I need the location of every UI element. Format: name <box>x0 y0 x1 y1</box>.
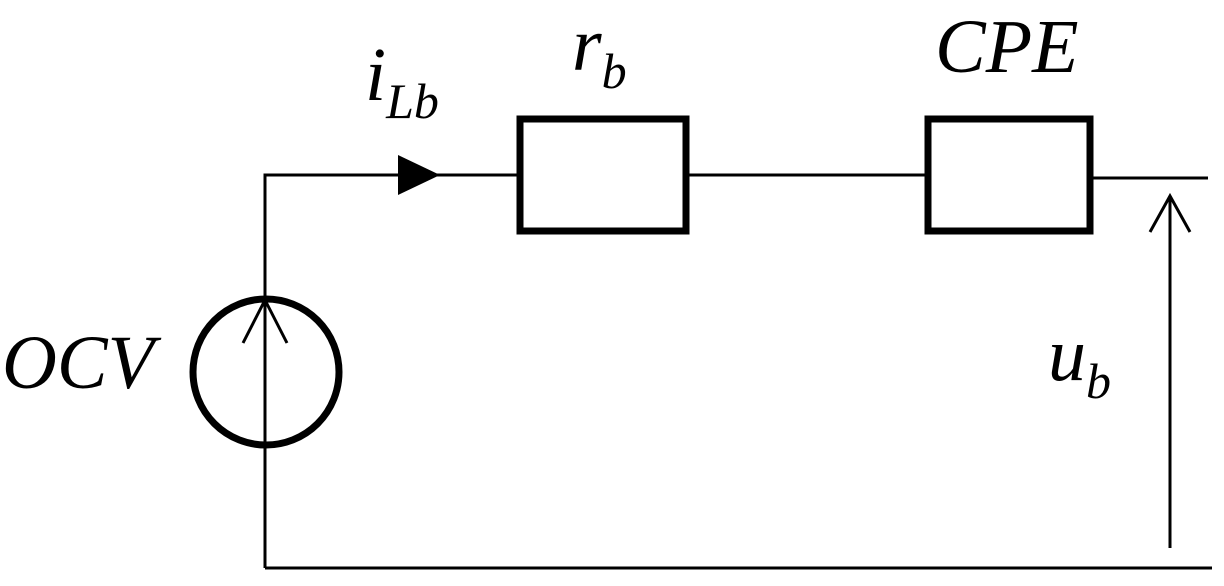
cpe-element <box>924 115 1094 235</box>
current-label: iLb <box>365 33 439 129</box>
source-label: OCV <box>2 321 162 405</box>
source-direction-arrow-icon <box>241 296 289 344</box>
voltage-arrow-head-icon <box>1148 192 1192 233</box>
cpe-label: CPE <box>935 5 1079 89</box>
current-arrow-icon <box>398 155 440 195</box>
ocv-voltage-source <box>189 295 343 449</box>
resistor-label: rb <box>572 3 627 99</box>
voltage-arrow <box>1148 192 1192 548</box>
voltage-label: ub <box>1048 313 1111 409</box>
resistor-rb <box>516 115 690 235</box>
